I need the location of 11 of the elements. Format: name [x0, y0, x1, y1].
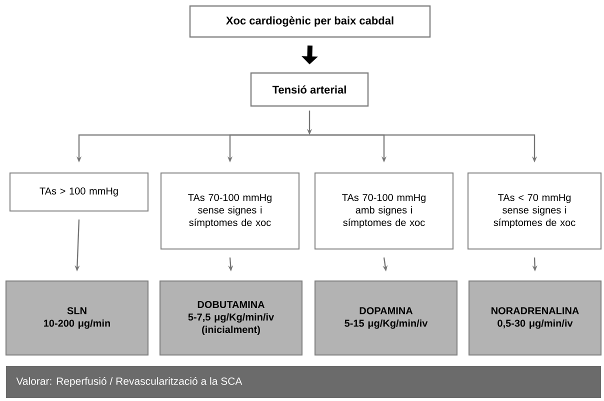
treatment-box: DOBUTAMINA 5-7,5 μg/Kg/min/iv (inicialment)	[160, 280, 302, 356]
treatment-box: DOPAMINA 5-15 μg/Kg/min/iv	[314, 280, 458, 356]
process-box: Tensió arterial	[250, 72, 369, 107]
condition-box: TAs < 70 mmHg sense signes i símptomes de xoc	[468, 172, 602, 250]
condition-box: TAs 70-100 mmHg amb signes i símptomes de xoc	[314, 172, 454, 250]
note-band: Valorar: Reperfusió / Revascularització a la SCA	[6, 366, 601, 398]
process-box: Xoc cardiogènic per baix cabdal	[189, 5, 431, 38]
treatment-box: SLN 10-200 μg/min	[6, 280, 148, 356]
condition-box: TAs 70-100 mmHg sense signes i símptomes de xoc	[160, 172, 300, 250]
treatment-box: NORADRENALINA 0,5-30 μg/min/iv	[468, 280, 602, 356]
condition-box: TAs > 100 mmHg	[10, 172, 148, 212]
